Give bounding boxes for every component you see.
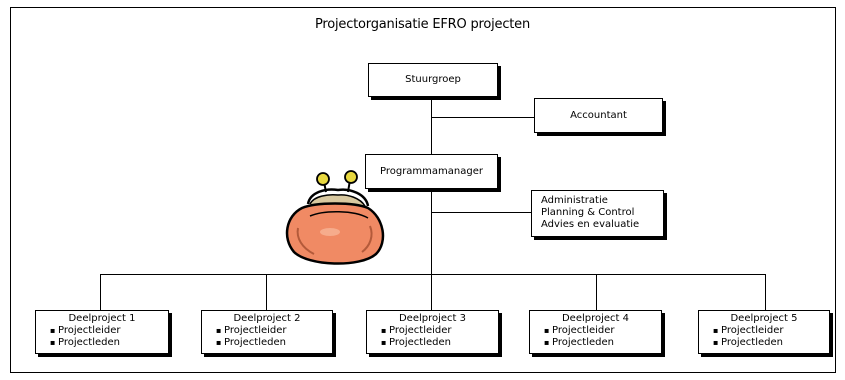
deelproject-item: Projectleden: [367, 337, 498, 349]
programmamanager-box: Programmamanager: [365, 154, 498, 189]
deelproject-item: Projectleider: [36, 325, 168, 337]
deelproject-box-1: Deelproject 1 Projectleider Projectleden: [35, 310, 169, 354]
deelproject-item: Projectleider: [530, 325, 661, 337]
deelproject-title: Deelproject 3: [398, 313, 467, 324]
admin-box: Administratie Planning & Control Advies …: [531, 190, 664, 237]
deelproject-item: Projectleden: [530, 337, 661, 349]
deelproject-box-2: Deelproject 2 Projectleider Projectleden: [201, 310, 333, 354]
deelproject-title: Deelproject 1: [68, 313, 136, 324]
connector-deelproject-5: [765, 274, 766, 310]
connector-accountant: [431, 117, 534, 118]
deelproject-item: Projectleden: [36, 337, 168, 349]
diagram-frame: [10, 7, 836, 373]
accountant-label: Accountant: [570, 109, 627, 121]
deelproject-item: Projectleden: [202, 337, 332, 349]
admin-line-3: Advies en evaluatie: [541, 219, 640, 230]
connector-deelproject-1: [100, 274, 101, 310]
connector-deelproject-2: [266, 274, 267, 310]
admin-line-2: Planning & Control: [541, 207, 635, 218]
programmamanager-label: Programmamanager: [379, 165, 483, 177]
purse-icon: [285, 170, 385, 265]
connector-horizontal-bus: [100, 274, 766, 275]
deelproject-box-3: Deelproject 3 Projectleider Projectleden: [366, 310, 499, 354]
connector-deelproject-4: [596, 274, 597, 310]
deelproject-item: Projectleden: [699, 337, 829, 349]
connector-deelproject-3: [431, 274, 432, 310]
deelproject-title: Deelproject 2: [233, 313, 301, 324]
stuurgroep-label: Stuurgroep: [405, 74, 461, 85]
deelproject-item: Projectleider: [699, 325, 829, 337]
stuurgroep-box: Stuurgroep: [368, 63, 498, 97]
diagram-title: Projectorganisatie EFRO projecten: [314, 17, 531, 32]
admin-line-1: Administratie: [541, 195, 608, 206]
deelproject-title: Deelproject 4: [561, 313, 630, 324]
deelproject-item: Projectleider: [367, 325, 498, 337]
accountant-box: Accountant: [534, 98, 663, 133]
deelproject-item: Projectleider: [202, 325, 332, 337]
deelproject-box-5: Deelproject 5 Projectleider Projectleden: [698, 310, 830, 354]
deelproject-box-4: Deelproject 4 Projectleider Projectleden: [529, 310, 662, 354]
deelproject-title: Deelproject 5: [730, 313, 798, 324]
connector-admin: [431, 212, 531, 213]
